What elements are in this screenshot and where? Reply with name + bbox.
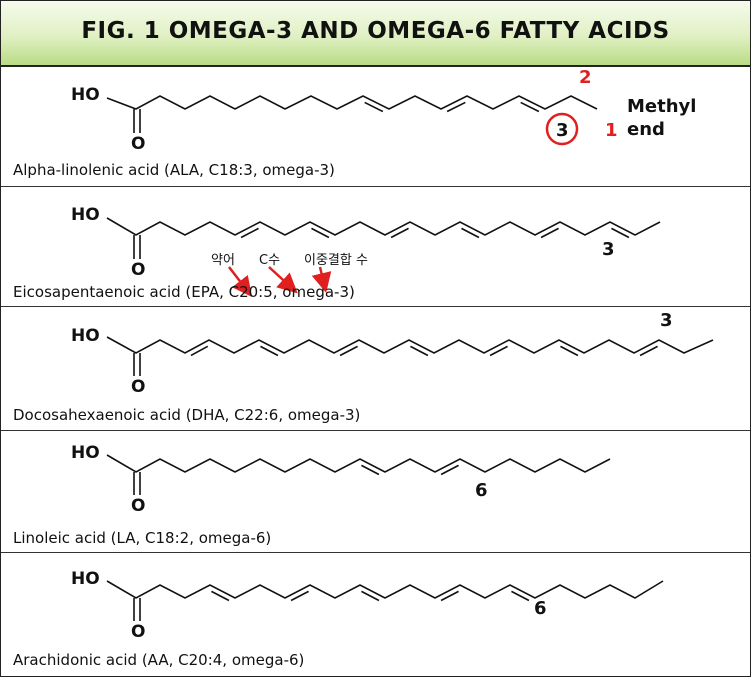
caption-epa: Eicosapentaenoic acid (EPA, C20:5, omega… [13,283,355,301]
dha-double-bonds [190,345,658,357]
carbonyl-oxygen-label: O [131,377,145,397]
arrow-double-bond-count [311,266,332,293]
double-bond-line [240,227,259,239]
ala-double-bonds [364,101,540,113]
epa-carbon-chain [106,217,661,236]
arrow-carbon-count [268,266,298,294]
double-bond-line [190,345,209,357]
hydroxyl-label: HO [71,326,100,346]
double-bond-line [511,590,530,602]
carbon-1-label: 1 [605,120,618,141]
panel-la: HO O 6 Linoleic acid (LA, C18:2, omega-6… [1,431,750,553]
double-bond-line [461,227,480,239]
dha-carbon-chain [106,336,714,354]
caption-aa: Arachidonic acid (AA, C20:4, omega-6) [13,651,305,669]
methyl-end-label-2: end [627,119,665,140]
double-bond-line [211,590,230,602]
double-bond-line [639,345,658,357]
epa-structure: HO O 3 약어 C수 이중결합 수 [71,205,661,297]
double-bond-line [540,227,559,239]
double-bond-line [446,101,466,113]
caption-ala: Alpha-linolenic acid (ALA, C18:3, omega-… [13,161,335,179]
omega-number-label: 3 [660,310,673,331]
omega-number-label: 6 [534,598,547,619]
carbon-2-label: 2 [579,67,592,88]
omega-number-label: 3 [556,120,569,141]
figure-title: FIG. 1 OMEGA-3 AND OMEGA-6 FATTY ACIDS [81,18,670,44]
la-structure: HO O 6 [71,443,611,516]
double-bond-line [364,101,384,113]
double-bond-line [410,345,429,357]
note-abbreviation: 약어 [211,253,235,268]
double-bond-line [611,227,630,239]
methyl-end-label: Methyl [627,96,696,117]
panel-dha: HO O 3 Docosahexaenoic acid (DHA, C22:6,… [1,307,750,431]
double-bond-line [560,345,579,357]
double-bond-line [440,464,459,476]
arrow-abbreviation [228,266,253,297]
double-bond-line [489,345,508,357]
omega-number-label: 3 [602,239,615,260]
omega-carbon-circle [545,112,579,146]
la-double-bonds [361,464,459,476]
hydroxyl-label: HO [71,205,100,225]
la-carbon-chain [106,454,611,473]
dha-structure: HO O 3 [71,310,714,397]
caption-dha: Docosahexaenoic acid (DHA, C22:6, omega-… [13,406,361,424]
ala-carbon-chain [106,95,598,110]
omega-number-label: 6 [475,480,488,501]
double-bond-line [290,590,309,602]
epa-double-bonds [240,227,630,239]
double-bond-line [311,227,330,239]
carbonyl-oxygen-label: O [131,622,145,642]
hydroxyl-label: HO [71,569,100,589]
panel-ala: HO O 3 2 1 Methyl end Alpha-linolenic ac… [1,67,750,187]
carbonyl-oxygen-label: O [131,134,145,154]
double-bond-line [520,101,540,113]
panel-aa: HO O 6 Arachidonic acid (AA, C20:4, omeg… [1,553,750,676]
caption-la: Linoleic acid (LA, C18:2, omega-6) [13,529,272,547]
aa-structure: HO O 6 [71,569,664,642]
double-bond-line [440,590,459,602]
double-bond-line [361,464,380,476]
note-carbon-count: C수 [259,253,280,268]
aa-carbon-chain [106,580,664,599]
carbonyl-oxygen-label: O [131,260,145,280]
double-bond-line [361,590,380,602]
double-bond-line [339,345,358,357]
figure-header: FIG. 1 OMEGA-3 AND OMEGA-6 FATTY ACIDS [1,1,750,67]
hydroxyl-label: HO [71,443,100,463]
note-double-bond-count: 이중결합 수 [304,253,368,268]
hydroxyl-label: HO [71,85,100,105]
panel-epa: HO O 3 약어 C수 이중결합 수 Eicosapentaenoic aci… [1,187,750,307]
aa-double-bonds [211,590,530,602]
ala-structure: HO O 3 2 1 Methyl end [71,67,696,154]
carbonyl-oxygen-label: O [131,496,145,516]
double-bond-line [260,345,279,357]
double-bond-line [390,227,409,239]
